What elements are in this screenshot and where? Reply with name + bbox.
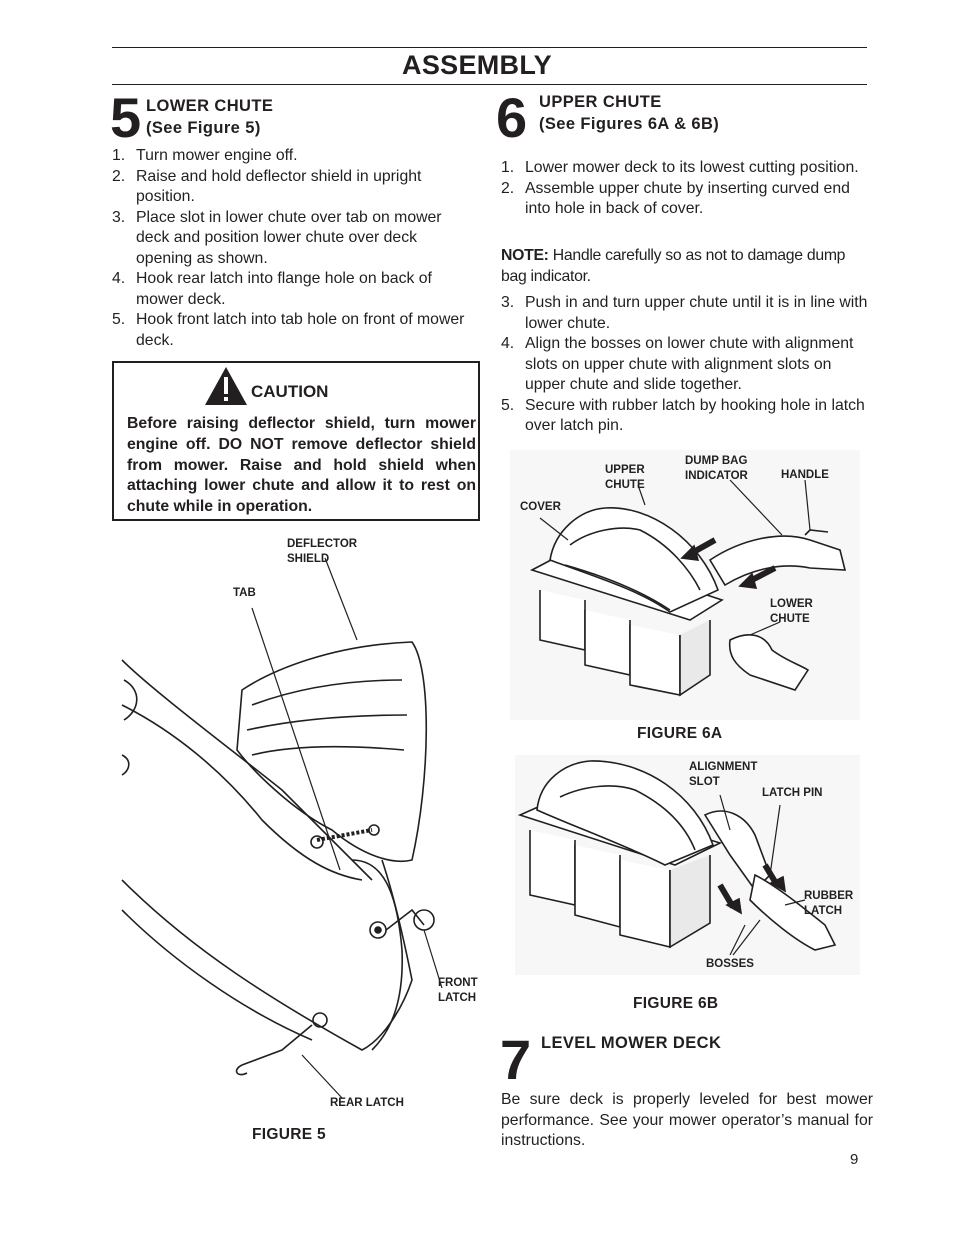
- step-6-number: 6: [496, 86, 528, 149]
- step-5-number: 5: [110, 86, 142, 149]
- label-rubber-latch: RUBBER LATCH: [804, 890, 854, 917]
- step-7-text: Be sure deck is properly leveled for bes…: [501, 1091, 873, 1149]
- figure-6b-illustration: [515, 755, 860, 975]
- caution-text: Before raising deflector shield, turn mo…: [127, 415, 476, 516]
- note-label: NOTE:: [501, 247, 549, 264]
- list-item: 2.Raise and hold deflector shield in upr…: [112, 167, 422, 206]
- caution-box: [112, 361, 480, 521]
- label-cover: COVER: [520, 501, 561, 513]
- title-rule: [112, 84, 867, 85]
- list-item: 4.Align the bosses on lower chute with a…: [501, 335, 854, 393]
- caution-title: CAUTION: [251, 382, 329, 401]
- label-tab: TAB: [233, 587, 256, 599]
- list-item: 4.Hook rear latch into flange hole on ba…: [112, 270, 432, 308]
- step-5-heading: LOWER CHUTE (See Figure 5): [146, 95, 273, 139]
- list-item: 5.Hook front latch into tab hole on fron…: [112, 311, 465, 349]
- label-upper-chute: UPPER CHUTE: [605, 464, 645, 491]
- step-6-note: NOTE: Handle carefully so as not to dama…: [501, 246, 873, 287]
- step-6-heading-title: UPPER CHUTE: [539, 93, 662, 111]
- label-latch-pin: LATCH PIN: [762, 787, 823, 799]
- label-dump-bag-indicator: DUMP BAG INDICATOR: [685, 455, 748, 482]
- figure-5-caption: FIGURE 5: [252, 1126, 326, 1143]
- list-item: 5.Secure with rubber latch by hooking ho…: [501, 396, 865, 435]
- step-5-heading-title: LOWER CHUTE: [146, 97, 274, 115]
- figure-6b-caption: FIGURE 6B: [633, 995, 719, 1012]
- page-title: ASSEMBLY: [402, 50, 552, 80]
- step-7-number: 7: [500, 1028, 532, 1091]
- step-6-heading: UPPER CHUTE (See Figures 6A & 6B): [539, 91, 719, 135]
- label-bosses: BOSSES: [706, 958, 754, 970]
- label-alignment-slot: ALIGNMENT SLOT: [689, 761, 758, 788]
- step-6-list-a: 1.Lower mower deck to its lowest cutting…: [501, 158, 871, 220]
- warning-triangle-icon: [205, 367, 247, 405]
- step-6-list-b: 3.Push in and turn upper chute until it …: [501, 293, 871, 437]
- label-rear-latch: REAR LATCH: [330, 1097, 404, 1109]
- list-item: 3.Place slot in lower chute over tab on …: [112, 208, 442, 267]
- step-6-heading-ref: (See Figures 6A & 6B): [539, 115, 720, 133]
- list-item: 3.Push in and turn upper chute until it …: [501, 294, 868, 332]
- figure-5-illustration: [121, 557, 443, 1099]
- note-text: Handle carefully so as not to damage dum…: [501, 247, 846, 285]
- list-item: 1.Lower mower deck to its lowest cutting…: [501, 159, 859, 176]
- step-5-heading-ref: (See Figure 5): [146, 119, 261, 137]
- list-item: 1.Turn mower engine off.: [112, 147, 298, 164]
- label-deflector-shield: DEFLECTOR SHIELD: [287, 538, 358, 565]
- step-5-list: 1.Turn mower engine off. 2.Raise and hol…: [112, 146, 477, 351]
- figure-6a-illustration: [510, 450, 860, 720]
- label-lower-chute: LOWER CHUTE: [770, 598, 813, 625]
- label-front-latch: FRONT LATCH: [438, 977, 478, 1004]
- figure-6a-caption: FIGURE 6A: [637, 725, 723, 742]
- list-item: 2.Assemble upper chute by inserting curv…: [501, 179, 850, 218]
- page-number: 9: [850, 1151, 859, 1168]
- label-handle: HANDLE: [781, 469, 829, 481]
- top-rule: [112, 47, 867, 48]
- step-7-heading: LEVEL MOWER DECK: [541, 1034, 722, 1052]
